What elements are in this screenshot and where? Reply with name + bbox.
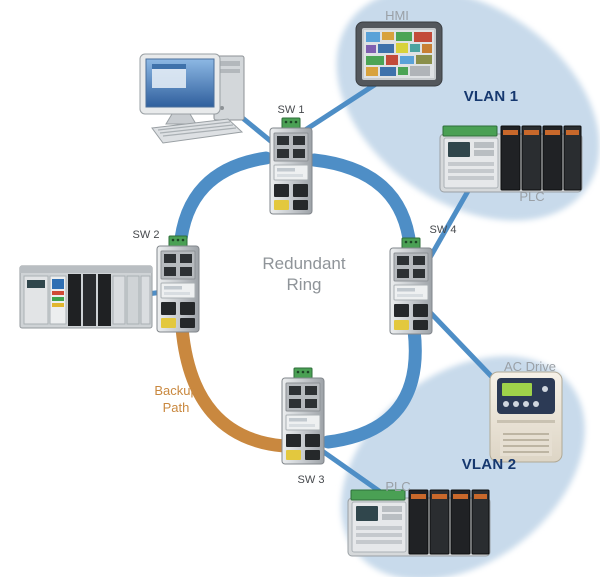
hmi-label: HMI xyxy=(385,8,409,23)
plc-vlan1 xyxy=(439,125,583,193)
sw4-label: SW 4 xyxy=(429,224,457,236)
plc-rack xyxy=(19,265,153,329)
plc-vlan2-label: PLC xyxy=(385,479,411,494)
plc-vlan1-label: PLC xyxy=(519,189,545,204)
switch-sw4 xyxy=(389,237,433,335)
plc-vlan2 xyxy=(347,489,491,557)
ac-drive-label: AC Drive xyxy=(503,359,557,374)
ring-arc-sw2-sw1 xyxy=(173,151,273,255)
hmi-panel xyxy=(355,21,443,87)
switch-sw1 xyxy=(269,117,313,215)
sw3-label: SW 3 xyxy=(297,474,325,486)
sw2-label: SW 2 xyxy=(132,229,160,241)
desktop-computer xyxy=(139,53,245,144)
sw1-label: SW 1 xyxy=(277,104,305,116)
backup-path-label: Backup Path xyxy=(154,383,198,415)
switch-sw2 xyxy=(156,235,200,333)
backup-path-arc-sw2-sw3 xyxy=(175,321,291,453)
ring-arc-sw4-sw3 xyxy=(321,323,422,449)
switch-sw3 xyxy=(281,367,325,465)
vlan1-label: VLAN 1 xyxy=(463,88,519,105)
link-hmi-sw1 xyxy=(294,75,387,139)
ring-arc-sw1-sw4 xyxy=(307,153,417,253)
vlan2-label: VLAN 2 xyxy=(461,456,517,473)
ac-drive xyxy=(489,371,563,463)
redundant-ring-label: Redundant Ring xyxy=(262,254,346,295)
